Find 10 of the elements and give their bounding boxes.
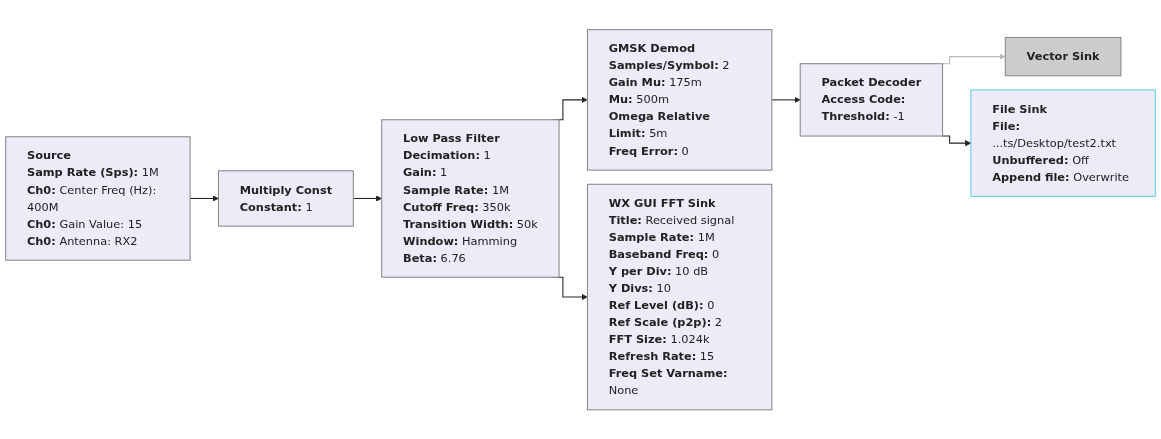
node-box: Vector Sink [1004, 36, 1122, 77]
node-box: Packet Decoder Access Code: Threshold: -1 [799, 62, 944, 137]
node-box: Multiply Const Constant: 1 [217, 170, 354, 227]
arrow [942, 53, 1006, 65]
node-box: Low Pass Filter Decimation: 1 Gain: 1 Sample Rate: 1M Cutoff Freq: 350k Transition Width: 50k Window: Hamming Beta: 6.76 [381, 118, 560, 278]
node-box: File Sink File: ...ts/Desktop/test2.txt Unbuffered: Off Append file: Overwrite [970, 89, 1156, 197]
node-box: Source Samp Rate (Sps): 1M Ch0: Center Freq (Hz): 400M Ch0: Gain Value: 15 Ch0: Antenna: RX2 [5, 136, 191, 261]
arrow [771, 96, 801, 103]
node-box: GMSK Demod Samples/Symbol: 2 Gain Mu: 175m Mu: 500m Omega Relative Limit: 5m Freq Error: 0 [586, 28, 773, 171]
node-box: WX GUI FFT Sink Title: Received signal Sample Rate: 1M Baseband Freq: 0 Y per Div: 10 dB Y Divs: 10 Ref Level (dB): 0 Ref Scale (p2p): 2 FFT Size: 1.024k Refresh Rate: 15 Freq Set Varname: None [586, 183, 773, 411]
